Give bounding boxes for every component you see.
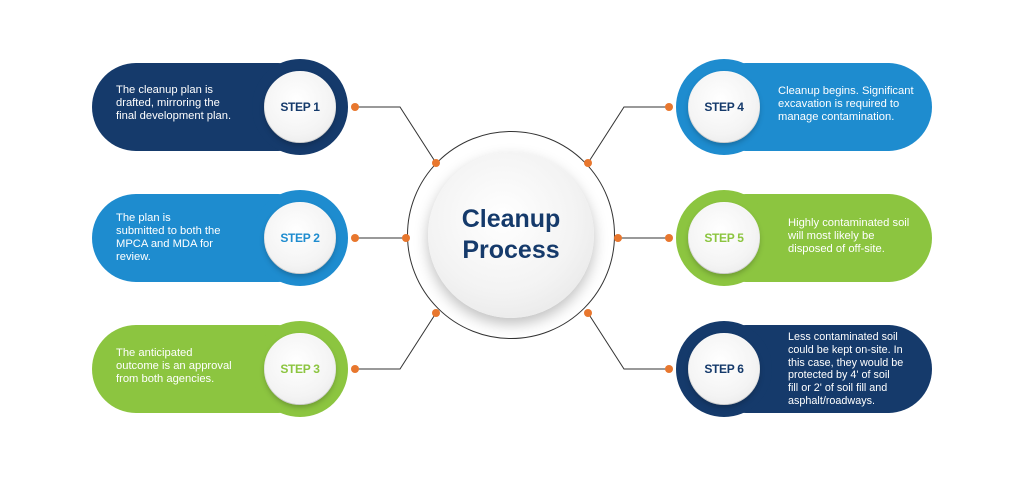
step-6-line: protected by 4' of soil xyxy=(788,369,890,382)
step-4-line: Cleanup begins. Significant xyxy=(778,85,914,97)
step-1-badge: STEP 1 xyxy=(265,72,335,142)
step-3-line: The anticipated xyxy=(116,347,193,359)
connector-dot xyxy=(665,103,673,111)
step-6-line: fill or 2' of soil fill and xyxy=(788,382,888,395)
connector-dot xyxy=(432,309,440,317)
connector-step-3 xyxy=(355,312,437,370)
step-6-badge: STEP 6 xyxy=(689,334,759,404)
connector-dot xyxy=(584,159,592,167)
step-1-line: final development plan. xyxy=(116,110,232,122)
step-1-line: The cleanup plan is xyxy=(116,84,214,96)
step-3-badge: STEP 3 xyxy=(265,334,335,404)
step-2-line: submitted to both the xyxy=(116,225,221,237)
step-3-description: The anticipated outcome is an approval f… xyxy=(116,347,266,386)
step-2-badge: STEP 2 xyxy=(265,203,335,273)
center-title: Cleanup Process xyxy=(428,152,594,318)
center-title-line-2: Process xyxy=(462,236,560,264)
connector-step-4 xyxy=(587,106,669,164)
connector-step-6 xyxy=(587,312,669,370)
step-4-line: manage contamination. xyxy=(778,111,895,123)
step-6-line: Less contaminated soil xyxy=(788,331,898,343)
step-4-line: excavation is required to xyxy=(778,98,900,110)
step-1-line: drafted, mirroring the xyxy=(116,97,220,109)
center-title-line-1: Cleanup xyxy=(461,205,561,233)
step-4-badge: STEP 4 xyxy=(689,72,759,142)
connector-dot xyxy=(584,309,592,317)
step-5-badge: STEP 5 xyxy=(689,203,759,273)
connector-dot xyxy=(432,159,440,167)
step-5-line: disposed of off-site. xyxy=(788,243,885,255)
step-5-line: will most likely be xyxy=(788,230,875,242)
step-2-line: review. xyxy=(116,251,151,263)
connector-dot xyxy=(351,234,359,242)
step-4-description: Cleanup begins. Significant excavation i… xyxy=(778,85,930,124)
step-6-description: Less contaminated soil could be kept on-… xyxy=(788,331,930,408)
step-3-line: outcome is an approval xyxy=(116,360,232,372)
step-6-line: this case, they would be xyxy=(788,356,904,369)
connector-dot xyxy=(351,103,359,111)
connector-dot xyxy=(665,234,673,242)
connector-dot xyxy=(614,234,622,242)
step-6-line: could be kept on-site. In xyxy=(788,343,903,356)
connector-step-1 xyxy=(355,106,437,164)
connector-dot xyxy=(665,365,673,373)
step-6-line: asphalt/roadways. xyxy=(788,394,876,407)
step-5-line: Highly contaminated soil xyxy=(788,217,910,229)
connector-dot xyxy=(402,234,410,242)
step-1-description: The cleanup plan is drafted, mirroring t… xyxy=(116,84,266,123)
step-2-description: The plan is submitted to both the MPCA a… xyxy=(116,212,266,264)
step-2-line: MPCA and MDA for xyxy=(116,238,213,250)
step-2-line: The plan is xyxy=(116,212,171,224)
step-3-line: from both agencies. xyxy=(116,373,215,385)
connector-dot xyxy=(351,365,359,373)
step-5-description: Highly contaminated soil will most likel… xyxy=(788,217,928,256)
